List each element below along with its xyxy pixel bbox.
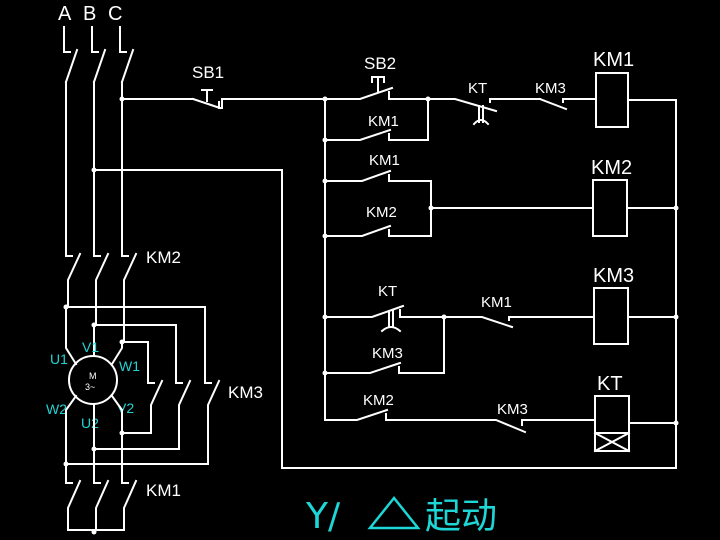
- km3-star-contacts: [63, 379, 221, 467]
- motor-symbol: M: [89, 371, 97, 381]
- rung4-wire: [324, 408, 596, 434]
- rung2-km2-label: KM2: [366, 204, 397, 221]
- wire: [121, 341, 149, 384]
- title-suffix: 起动: [425, 496, 497, 537]
- wire-u1: [65, 306, 78, 366]
- km3-coil-label: KM3: [593, 265, 634, 287]
- junction: [673, 314, 679, 320]
- km1-coil-label: KM1: [593, 49, 634, 71]
- sb1-label: SB1: [192, 63, 224, 82]
- km1-hold-contact: [324, 98, 429, 141]
- motor-subtitle: 3~: [85, 382, 95, 392]
- phase-label-b: B: [83, 3, 96, 25]
- kt-no-timed-contact: [324, 304, 445, 333]
- wire: [65, 306, 206, 384]
- km2-hold-contact: [324, 224, 432, 237]
- rung2-km1-label: KM1: [369, 152, 400, 169]
- km3-main-label: KM3: [228, 383, 263, 402]
- km3-hold-contact: [324, 316, 445, 374]
- junction: [673, 420, 679, 426]
- rung1-kt-label: KT: [468, 80, 487, 97]
- km1-main-contacts: [65, 479, 138, 535]
- wire-w1: [110, 341, 123, 366]
- km1-main-label: KM1: [146, 481, 181, 500]
- terminal-u1: U1: [50, 351, 68, 367]
- phase-label-c: C: [108, 3, 122, 25]
- km2-coil-label: KM2: [591, 157, 632, 179]
- sb2-start-button: [324, 76, 429, 100]
- kt-coil: [593, 395, 631, 453]
- main-switch: [63, 26, 135, 251]
- rung4-km3-label: KM3: [497, 401, 528, 418]
- title-prefix: Y/: [305, 496, 341, 537]
- km3-coil: [593, 287, 629, 345]
- junction: [322, 137, 328, 143]
- rung3-km3-label: KM3: [372, 345, 403, 362]
- kt-coil-label: KT: [597, 373, 623, 395]
- junction: [673, 205, 679, 211]
- wire-v2: [110, 394, 123, 484]
- km3-interlock-contact: [538, 97, 598, 111]
- km1-interlock-contact: [443, 316, 595, 329]
- delta-triangle-icon: [367, 495, 421, 530]
- kt-nc-timed-contact: [427, 98, 541, 126]
- wire: [93, 324, 177, 384]
- phase-label-a: A: [58, 3, 72, 25]
- rung1-km3-label: KM3: [535, 80, 566, 97]
- km2-main-contacts: [65, 249, 138, 341]
- return-wire: [93, 99, 677, 469]
- km1-hold-label: KM1: [368, 113, 399, 130]
- km2-main-label: KM2: [146, 248, 181, 267]
- wire-w2: [65, 394, 78, 484]
- terminal-w1: W1: [119, 358, 140, 374]
- sb1-stop-button: [191, 89, 326, 110]
- rung3-kt-label: KT: [378, 283, 397, 300]
- terminal-u2: U2: [81, 415, 99, 431]
- km1-coil: [595, 72, 629, 128]
- terminal-w2: W2: [46, 401, 67, 417]
- sb2-label: SB2: [364, 54, 396, 73]
- km2-coil: [592, 179, 628, 237]
- terminal-v1: V1: [82, 339, 99, 355]
- rung4-km2-label: KM2: [363, 392, 394, 409]
- rung3-km1-label: KM1: [481, 294, 512, 311]
